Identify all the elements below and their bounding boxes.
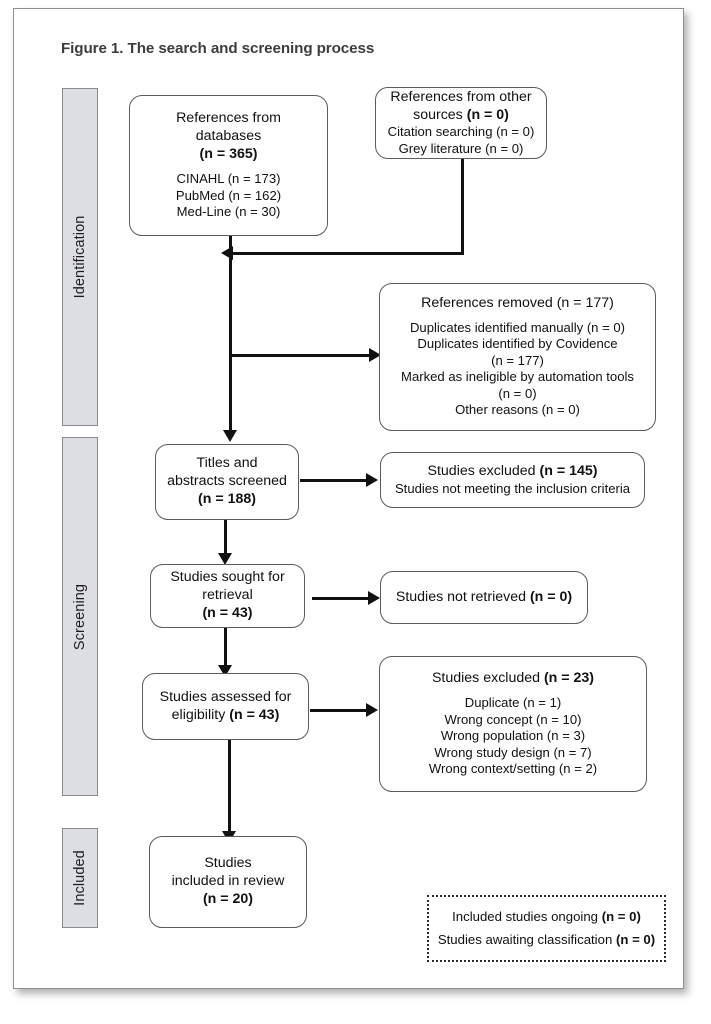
stage-bar-screening: Screening <box>62 437 98 796</box>
node-studies-not-retrieved[interactable]: Studies not retrieved (n = 0) <box>380 571 588 624</box>
connector-to-excluded-screening <box>300 479 368 483</box>
db-source-pubmed: PubMed (n = 162) <box>175 187 282 203</box>
sought-count: (n = 43) <box>202 604 253 621</box>
node-studies-sought-retrieval[interactable]: Studies sought for retrieval (n = 43) <box>150 564 305 628</box>
removed-dup-manual: Duplicates identified manually (n = 0) <box>409 319 626 335</box>
stage-label-identification: Identification <box>72 215 88 299</box>
connector-to-removed <box>231 354 371 358</box>
other-line-1: References from other <box>390 88 532 105</box>
removed-automation: Marked as ineligible by automation tools <box>401 369 634 385</box>
assessed-line-1: Studies assessed for <box>159 688 292 705</box>
connector-sought-to-assessed <box>224 628 228 670</box>
arrowhead-to-excluded-screening <box>366 473 378 487</box>
stage-label-screening: Screening <box>72 583 88 650</box>
screened-line-1: Titles and <box>196 455 258 472</box>
connector-other-sources-vertical <box>461 158 465 255</box>
included-studies-ongoing: Included studies ongoing (n = 0) <box>452 908 641 924</box>
node-studies-assessed-eligibility[interactable]: Studies assessed for eligibility (n = 43… <box>142 673 309 740</box>
included-line-2: included in review <box>171 873 285 890</box>
excluded-elig-duplicate: Duplicate (n = 1) <box>464 695 562 711</box>
removed-dup-covidence-count: (n = 177) <box>491 352 544 368</box>
excluded-screening-reason: Studies not meeting the inclusion criter… <box>394 480 631 496</box>
removed-other-reasons: Other reasons (n = 0) <box>455 402 580 418</box>
arrowhead-to-sought <box>218 553 232 565</box>
included-line-1: Studies <box>204 855 252 872</box>
other-line-2: sources (n = 0) <box>413 106 509 123</box>
other-citation-searching: Citation searching (n = 0) <box>387 124 535 140</box>
node-studies-included-review[interactable]: Studies included in review (n = 20) <box>149 836 307 928</box>
connector-assessed-to-included <box>228 740 232 836</box>
connector-to-not-retrieved <box>312 597 370 601</box>
connector-screened-to-sought <box>224 520 228 556</box>
node-references-from-databases[interactable]: References from databases (n = 365) CINA… <box>129 95 328 236</box>
arrowhead-to-excluded-eligibility <box>366 703 378 717</box>
assessed-line-2: eligibility (n = 43) <box>171 706 280 723</box>
stage-bar-identification: Identification <box>62 88 98 426</box>
db-source-medline: Med-Line (n = 30) <box>176 204 281 220</box>
removed-dup-covidence: Duplicates identified by Covidence <box>417 336 618 352</box>
connector-to-excluded-eligibility <box>310 709 368 713</box>
screened-count: (n = 188) <box>198 490 256 507</box>
screened-line-2: abstracts screened <box>167 473 287 490</box>
excluded-screening-title: Studies excluded (n = 145) <box>427 462 598 479</box>
included-count: (n = 20) <box>202 890 254 907</box>
db-line-1: References from <box>176 110 281 127</box>
db-line-2: databases <box>195 128 262 145</box>
node-references-removed[interactable]: References removed (n = 177) Duplicates … <box>379 283 656 431</box>
other-grey-literature: Grey literature (n = 0) <box>398 140 524 156</box>
not-retrieved-title: Studies not retrieved (n = 0) <box>395 588 573 605</box>
connector-other-sources-horizontal <box>232 252 464 256</box>
removed-title: References removed (n = 177) <box>421 295 614 312</box>
db-count: (n = 365) <box>199 146 258 163</box>
stage-label-included: Included <box>72 850 88 906</box>
studies-awaiting-classification: Studies awaiting classification (n = 0) <box>437 931 656 947</box>
arrowhead-to-screened <box>223 430 237 442</box>
node-ongoing-awaiting[interactable]: Included studies ongoing (n = 0) Studies… <box>427 895 666 962</box>
arrowhead-to-not-retrieved <box>368 591 380 605</box>
node-studies-excluded-eligibility[interactable]: Studies excluded (n = 23) Duplicate (n =… <box>379 656 647 792</box>
sought-line-2: retrieval <box>202 587 253 604</box>
figure-caption: Figure 1. The search and screening proce… <box>61 40 375 57</box>
node-titles-abstracts-screened[interactable]: Titles and abstracts screened (n = 188) <box>155 444 299 520</box>
excluded-elig-wrong-design: Wrong study design (n = 7) <box>434 744 592 760</box>
excluded-elig-title: Studies excluded (n = 23) <box>431 670 595 687</box>
arrowhead-to-removed <box>369 348 381 362</box>
node-studies-excluded-screening[interactable]: Studies excluded (n = 145) Studies not m… <box>380 452 645 508</box>
stage-bar-included: Included <box>62 828 98 928</box>
excluded-elig-wrong-population: Wrong population (n = 3) <box>440 728 586 744</box>
connector-spine-identification <box>229 236 233 432</box>
excluded-elig-wrong-concept: Wrong concept (n = 10) <box>444 711 582 727</box>
excluded-elig-wrong-context: Wrong context/setting (n = 2) <box>428 761 598 777</box>
node-references-other-sources[interactable]: References from other sources (n = 0) Ci… <box>375 87 547 159</box>
removed-automation-count: (n = 0) <box>498 385 537 401</box>
sought-line-1: Studies sought for <box>170 569 285 586</box>
db-source-cinahl: CINAHL (n = 173) <box>176 171 281 187</box>
